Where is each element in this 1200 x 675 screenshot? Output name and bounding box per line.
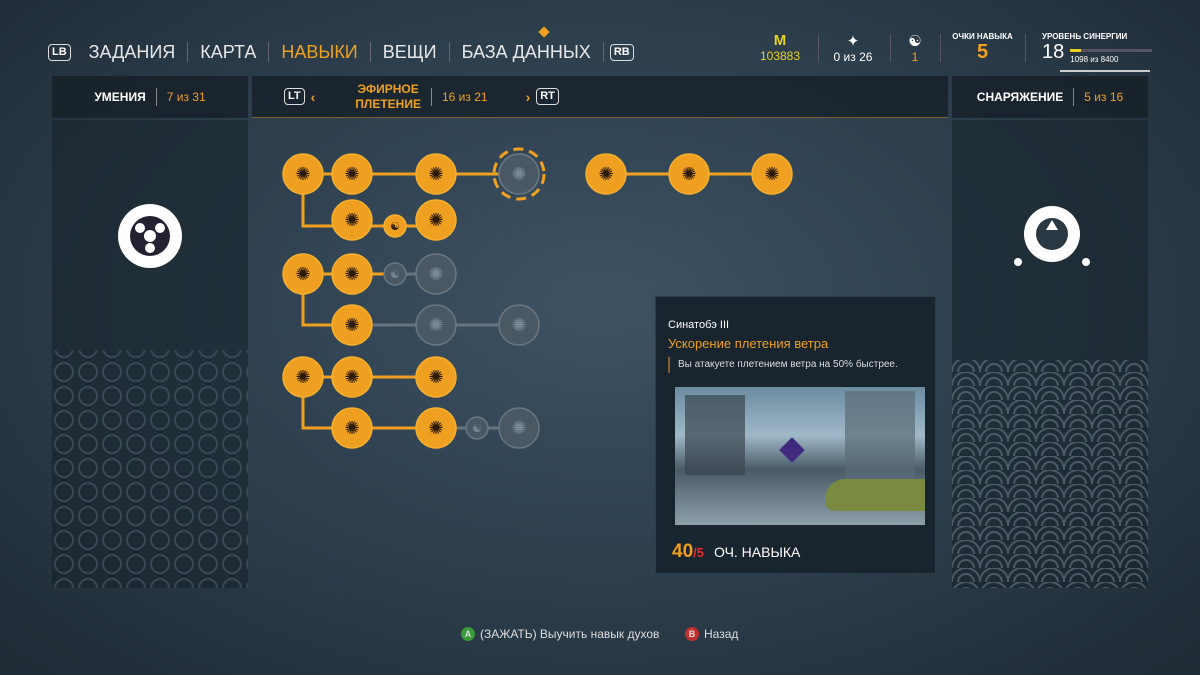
skill-tooltip: Синатобэ III Ускорение плетения ветра Вы… [655,296,936,574]
skill-preview-image [675,387,925,525]
svg-text:✺: ✺ [295,164,310,184]
lt-button[interactable]: LT [284,88,305,105]
svg-text:✺: ✺ [295,367,310,387]
skill-node[interactable]: ✺ [415,253,457,295]
svg-text:✺: ✺ [428,315,443,335]
skill-node[interactable]: ✺ [331,304,373,346]
skill-node[interactable]: ✺ [415,199,457,241]
svg-text:✺: ✺ [511,164,526,184]
skill-node[interactable]: ✺ [282,253,324,295]
spirit-icon: ✦ [846,33,860,50]
lb-button[interactable]: LB [48,43,71,61]
skill-node[interactable]: ✺ [498,304,540,346]
svg-text:✺: ✺ [764,164,779,184]
synergy-progress-bar [1070,49,1152,52]
currency-icon: М [773,32,787,49]
skill-node[interactable]: ✺ [415,304,457,346]
skill-node-yin-yang-icon[interactable]: ☯ [383,214,407,238]
svg-text:✺: ✺ [428,164,443,184]
svg-text:✺: ✺ [344,164,359,184]
gear-header[interactable]: СНАРЯЖЕНИЕ 5 из 16 [952,76,1148,118]
skill-category-header: LT ‹ ЭФИРНОЕ ПЛЕТЕНИЕ 16 из 21 › RT [252,76,948,118]
spirits-stat: ✦ 0 из 26 [822,32,884,64]
learn-hint[interactable]: A (ЗАЖАТЬ) Выучить навык духов [461,627,659,641]
prev-category-arrow[interactable]: ‹ [310,88,316,105]
main-nav: LB ЗАДАНИЯ КАРТА НАВЫКИ ВЕЩИ БАЗА ДАННЫХ… [48,42,634,62]
skill-name: Синатобэ III [668,319,730,331]
svg-text:✺: ✺ [295,264,310,284]
svg-text:✺: ✺ [681,164,696,184]
skill-node[interactable]: ✺ [415,356,457,398]
next-category-arrow[interactable]: › [525,88,531,105]
skill-node[interactable]: ✺ [331,356,373,398]
synergy-stat: УРОВЕНЬ СИНЕРГИИ 18 1098 из 8400 [1042,32,1152,64]
skill-node[interactable]: ✺ [585,153,627,195]
svg-text:✺: ✺ [344,210,359,230]
abilities-header[interactable]: УМЕНИЯ 7 из 31 [52,76,248,118]
svg-text:☯: ☯ [390,221,400,233]
svg-text:✺: ✺ [344,418,359,438]
currency-stat: М 103883 [745,32,815,63]
skill-title: Ускорение плетения ветра [668,336,829,351]
skill-node-yin-yang-icon[interactable]: ☯ [383,262,407,286]
tab-skills[interactable]: НАВЫКИ [269,42,371,62]
svg-text:✺: ✺ [598,164,613,184]
skill-node[interactable]: ✺ [498,407,540,449]
svg-text:☯: ☯ [472,423,482,435]
tab-items[interactable]: ВЕЩИ [371,42,450,62]
svg-text:✺: ✺ [428,264,443,284]
skill-node[interactable]: ✺ [668,153,710,195]
skill-node[interactable]: ✺ [415,407,457,449]
skill-node[interactable]: ✺ [492,147,546,201]
skill-node-yin-yang-icon[interactable]: ☯ [465,416,489,440]
skill-node[interactable]: ✺ [282,356,324,398]
skill-node[interactable]: ✺ [331,253,373,295]
skill-node[interactable]: ✺ [331,199,373,241]
skill-points-stat: ОЧКИ НАВЫКА 5 [952,32,1013,63]
b-button-icon: B [685,627,699,641]
tab-quests[interactable]: ЗАДАНИЯ [77,42,189,62]
svg-text:✺: ✺ [344,367,359,387]
abilities-panel[interactable] [52,120,248,588]
gear-emblem-icon [1014,206,1090,266]
skill-node[interactable]: ✺ [751,153,793,195]
yin-yang-icon: ☯ [908,33,922,50]
skill-node[interactable]: ✺ [415,153,457,195]
back-hint[interactable]: B Назад [685,627,738,641]
svg-text:☯: ☯ [390,269,400,281]
skill-node[interactable]: ✺ [282,153,324,195]
tab-database[interactable]: БАЗА ДАННЫХ [450,42,604,62]
svg-text:✺: ✺ [428,367,443,387]
mitsudomoe-icon [118,204,182,268]
a-button-icon: A [461,627,475,641]
skill-node[interactable]: ✺ [331,153,373,195]
skill-points-have: 40 [672,541,694,562]
gear-panel[interactable] [952,120,1148,588]
magatama-stat: ☯ 1 [895,32,935,64]
skill-node[interactable]: ✺ [331,407,373,449]
svg-text:✺: ✺ [511,315,526,335]
skill-description: Вы атакуете плетением ветра на 50% быстр… [668,357,898,373]
svg-text:✺: ✺ [511,418,526,438]
wave-pattern-icon [52,350,248,588]
svg-text:✺: ✺ [428,210,443,230]
skill-cost: /5 [693,545,704,560]
rb-button[interactable]: RB [609,43,634,61]
wave-pattern-icon [952,360,1148,588]
svg-text:✺: ✺ [428,418,443,438]
rt-button[interactable]: RT [536,88,559,105]
svg-text:✺: ✺ [344,315,359,335]
svg-text:✺: ✺ [344,264,359,284]
tab-map[interactable]: КАРТА [188,42,270,62]
